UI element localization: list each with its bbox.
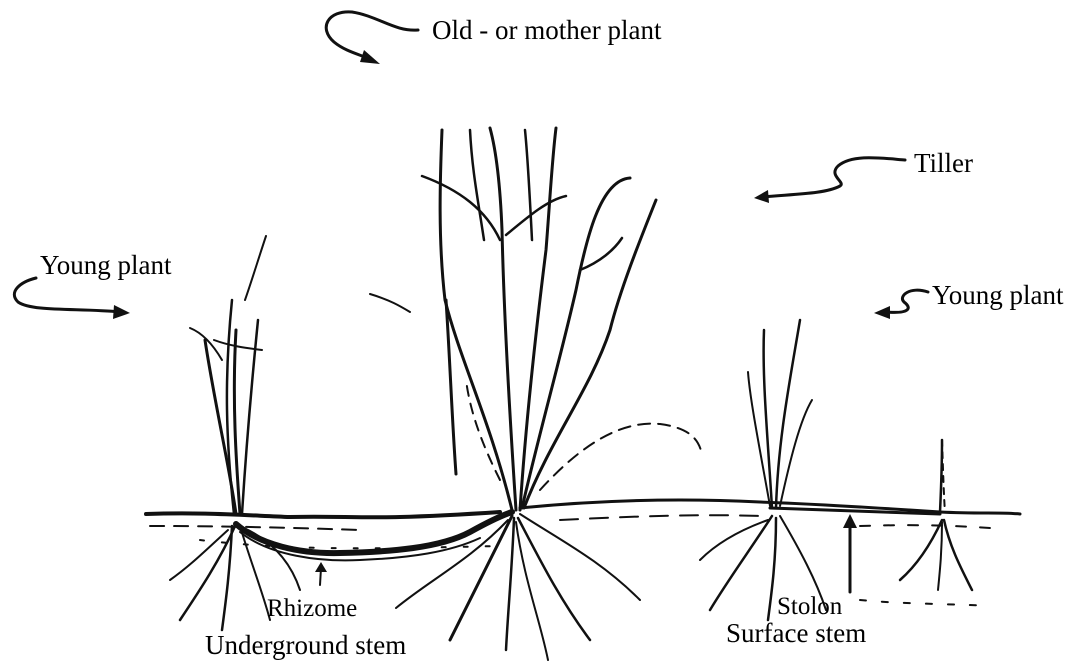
arrow-mother-plant [326,12,418,64]
mother-plant [370,128,702,660]
label-mother-plant: Old - or mother plant [432,17,661,44]
label-stolon: Stolon [777,594,842,619]
arrow-young-plant-left [14,278,130,319]
label-young-plant-right: Young plant [932,282,1064,309]
label-underground-stem: Underground stem [205,632,406,659]
young-plant-right [700,320,826,620]
label-rhizome: Rhizome [267,596,357,621]
label-young-plant-left: Young plant [40,252,172,279]
young-plant-left [170,236,300,630]
label-tiller: Tiller [914,150,973,177]
label-surface-stem: Surface stem [726,620,866,647]
arrow-tiller [754,158,905,203]
arrow-stolon [843,514,857,592]
arrow-young-plant-right [874,290,928,319]
arrow-rhizome [315,562,327,585]
